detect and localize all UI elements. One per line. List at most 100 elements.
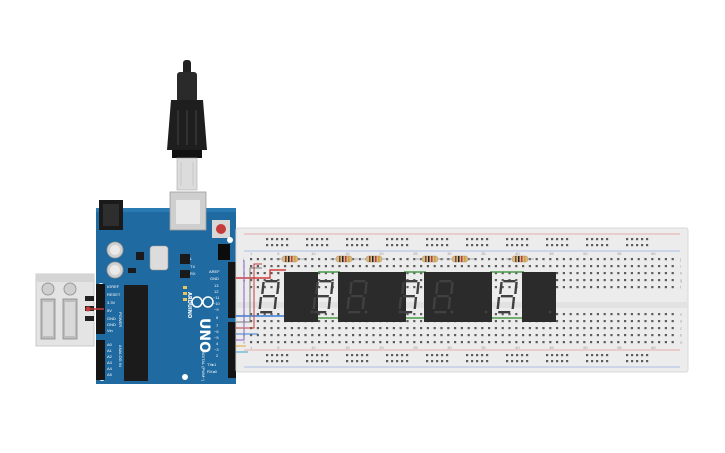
breadboard-hole[interactable] — [441, 360, 444, 363]
breadboard-hole[interactable] — [431, 360, 434, 363]
breadboard-hole[interactable] — [494, 258, 497, 261]
breadboard-hole[interactable] — [511, 238, 514, 241]
breadboard-hole[interactable] — [413, 258, 416, 261]
breadboard-hole[interactable] — [263, 334, 266, 337]
breadboard-hole[interactable] — [610, 265, 613, 268]
breadboard-hole[interactable] — [386, 360, 389, 363]
breadboard-hole[interactable] — [569, 279, 572, 282]
breadboard-hole[interactable] — [658, 272, 661, 275]
seven-segment-digit-1[interactable] — [258, 272, 318, 322]
breadboard-hole[interactable] — [671, 313, 674, 316]
breadboard-hole[interactable] — [324, 334, 327, 337]
breadboard-hole[interactable] — [358, 341, 361, 344]
breadboard-hole[interactable] — [610, 279, 613, 282]
breadboard-hole[interactable] — [420, 313, 423, 316]
breadboard-hole[interactable] — [290, 327, 293, 330]
breadboard-hole[interactable] — [356, 354, 359, 357]
breadboard-hole[interactable] — [535, 341, 538, 344]
breadboard-hole[interactable] — [644, 320, 647, 323]
breadboard-hole[interactable] — [617, 265, 620, 268]
breadboard-hole[interactable] — [624, 272, 627, 275]
breadboard-hole[interactable] — [256, 313, 259, 316]
breadboard-hole[interactable] — [569, 265, 572, 268]
breadboard-hole[interactable] — [542, 265, 545, 268]
breadboard-hole[interactable] — [596, 354, 599, 357]
breadboard-hole[interactable] — [603, 341, 606, 344]
breadboard-hole[interactable] — [590, 265, 593, 268]
breadboard-hole[interactable] — [658, 279, 661, 282]
breadboard-hole[interactable] — [399, 341, 402, 344]
resistors[interactable] — [276, 255, 534, 263]
breadboard-hole[interactable] — [331, 272, 334, 275]
breadboard-hole[interactable] — [651, 334, 654, 337]
breadboard-hole[interactable] — [324, 286, 327, 289]
breadboard-hole[interactable] — [590, 272, 593, 275]
breadboard-hole[interactable] — [271, 360, 274, 363]
breadboard-hole[interactable] — [270, 320, 273, 323]
breadboard-hole[interactable] — [596, 265, 599, 268]
breadboard-hole[interactable] — [603, 265, 606, 268]
breadboard-hole[interactable] — [316, 360, 319, 363]
breadboard-hole[interactable] — [561, 238, 564, 241]
breadboard-hole[interactable] — [569, 334, 572, 337]
breadboard-hole[interactable] — [646, 244, 649, 247]
breadboard-hole[interactable] — [569, 320, 572, 323]
breadboard-hole[interactable] — [431, 244, 434, 247]
breadboard-hole[interactable] — [263, 341, 266, 344]
breadboard-hole[interactable] — [542, 258, 545, 261]
breadboard-hole[interactable] — [528, 327, 531, 330]
breadboard-hole[interactable] — [501, 341, 504, 344]
breadboard-hole[interactable] — [467, 334, 470, 337]
breadboard-hole[interactable] — [331, 341, 334, 344]
breadboard-hole[interactable] — [433, 334, 436, 337]
breadboard-hole[interactable] — [250, 272, 253, 275]
breadboard-hole[interactable] — [447, 341, 450, 344]
breadboard-hole[interactable] — [426, 238, 429, 241]
breadboard-hole[interactable] — [551, 360, 554, 363]
breadboard-hole[interactable] — [664, 313, 667, 316]
breadboard-hole[interactable] — [284, 334, 287, 337]
breadboard-hole[interactable] — [488, 258, 491, 261]
breadboard-hole[interactable] — [644, 334, 647, 337]
breadboard-hole[interactable] — [474, 334, 477, 337]
breadboard-hole[interactable] — [256, 320, 259, 323]
breadboard-hole[interactable] — [413, 272, 416, 275]
breadboard-hole[interactable] — [556, 279, 559, 282]
breadboard-hole[interactable] — [671, 286, 674, 289]
breadboard-hole[interactable] — [546, 238, 549, 241]
breadboard-hole[interactable] — [651, 320, 654, 323]
breadboard-hole[interactable] — [601, 360, 604, 363]
breadboard-hole[interactable] — [358, 265, 361, 268]
breadboard-hole[interactable] — [365, 334, 368, 337]
breadboard-hole[interactable] — [311, 354, 314, 357]
breadboard-hole[interactable] — [494, 286, 497, 289]
breadboard-hole[interactable] — [306, 244, 309, 247]
breadboard-hole[interactable] — [290, 334, 293, 337]
breadboard-hole[interactable] — [617, 341, 620, 344]
breadboard-hole[interactable] — [304, 265, 307, 268]
breadboard-hole[interactable] — [576, 320, 579, 323]
breadboard-hole[interactable] — [270, 258, 273, 261]
breadboard-hole[interactable] — [396, 238, 399, 241]
breadboard-hole[interactable] — [346, 244, 349, 247]
breadboard-hole[interactable] — [318, 279, 321, 282]
breadboard-hole[interactable] — [391, 354, 394, 357]
breadboard-hole[interactable] — [596, 279, 599, 282]
breadboard-hole[interactable] — [583, 341, 586, 344]
power-wires[interactable] — [85, 306, 105, 312]
breadboard-hole[interactable] — [304, 334, 307, 337]
breadboard-hole[interactable] — [637, 286, 640, 289]
breadboard-hole[interactable] — [566, 238, 569, 241]
breadboard-hole[interactable] — [658, 334, 661, 337]
breadboard-hole[interactable] — [506, 354, 509, 357]
breadboard-hole[interactable] — [576, 341, 579, 344]
breadboard-hole[interactable] — [331, 279, 334, 282]
breadboard-hole[interactable] — [651, 327, 654, 330]
breadboard-hole[interactable] — [266, 360, 269, 363]
breadboard-hole[interactable] — [590, 258, 593, 261]
breadboard-hole[interactable] — [406, 334, 409, 337]
breadboard-hole[interactable] — [528, 341, 531, 344]
breadboard-hole[interactable] — [590, 341, 593, 344]
breadboard-hole[interactable] — [591, 360, 594, 363]
breadboard-hole[interactable] — [351, 244, 354, 247]
